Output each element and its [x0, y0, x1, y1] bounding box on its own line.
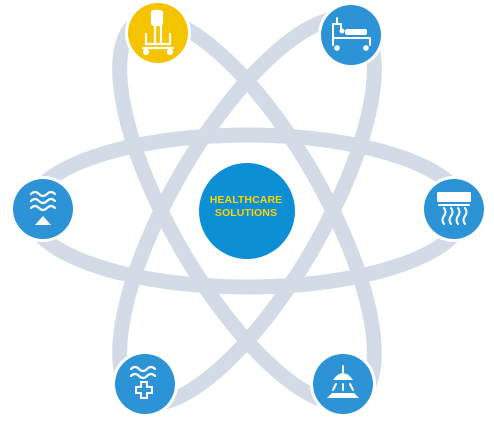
hospital-bed-node[interactable]	[318, 2, 384, 68]
center-label-line2: SOLUTIONS	[214, 207, 278, 219]
medical-air-icon	[129, 365, 157, 399]
center-hub[interactable]	[193, 157, 301, 265]
center-label: HEALTHCARE SOLUTIONS	[198, 194, 294, 220]
surgical-light-node[interactable]	[310, 351, 376, 417]
patient-lift-node[interactable]	[125, 0, 191, 66]
center-label-line1: HEALTHCARE	[209, 194, 283, 206]
air-conditioner-icon	[437, 192, 471, 225]
air-conditioner-node[interactable]	[421, 176, 487, 242]
ventilation-icon	[29, 190, 57, 225]
medical-air-node[interactable]	[112, 351, 178, 417]
center-circle	[199, 163, 295, 259]
ventilation-node[interactable]	[10, 176, 76, 242]
hospital-bed-icon	[332, 17, 371, 51]
surgical-light-icon	[327, 365, 359, 398]
patient-lift-icon	[141, 9, 175, 56]
